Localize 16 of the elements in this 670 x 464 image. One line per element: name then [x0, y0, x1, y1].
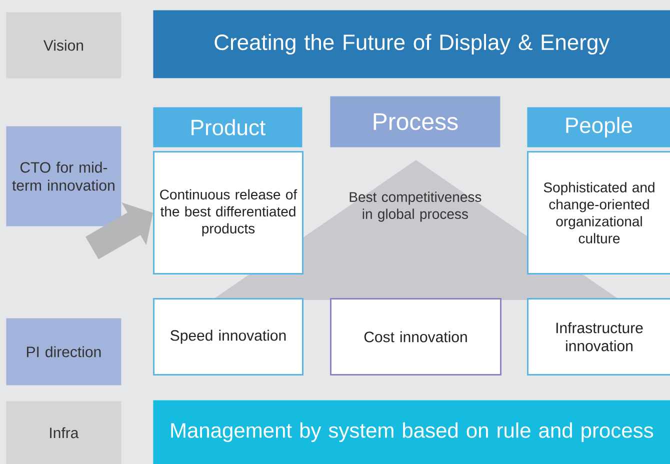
- banner: Creating the Future of Display & Energy: [153, 10, 670, 78]
- arrow: [85, 202, 153, 260]
- row-label: PI direction: [6, 318, 122, 386]
- row-label: CTO for mid-term innovation: [6, 126, 122, 226]
- row-label: Infra: [6, 401, 122, 464]
- row-label: Vision: [6, 12, 122, 78]
- header-box: Product: [153, 107, 302, 148]
- header-box: Process: [330, 96, 500, 148]
- text-box: Infrastructure innovation: [527, 298, 670, 376]
- text-box: Continuous release of the best differentiated products: [153, 151, 304, 274]
- header-box: People: [527, 107, 670, 148]
- pyramid-text: Best competitiveness in global process: [350, 192, 482, 222]
- banner: Management by system based on rule and process: [153, 400, 670, 464]
- text-box: Sophisticated and change-oriented organizational culture: [527, 151, 670, 274]
- text-box: Cost innovation: [330, 298, 502, 376]
- text-box: Speed innovation: [153, 298, 304, 376]
